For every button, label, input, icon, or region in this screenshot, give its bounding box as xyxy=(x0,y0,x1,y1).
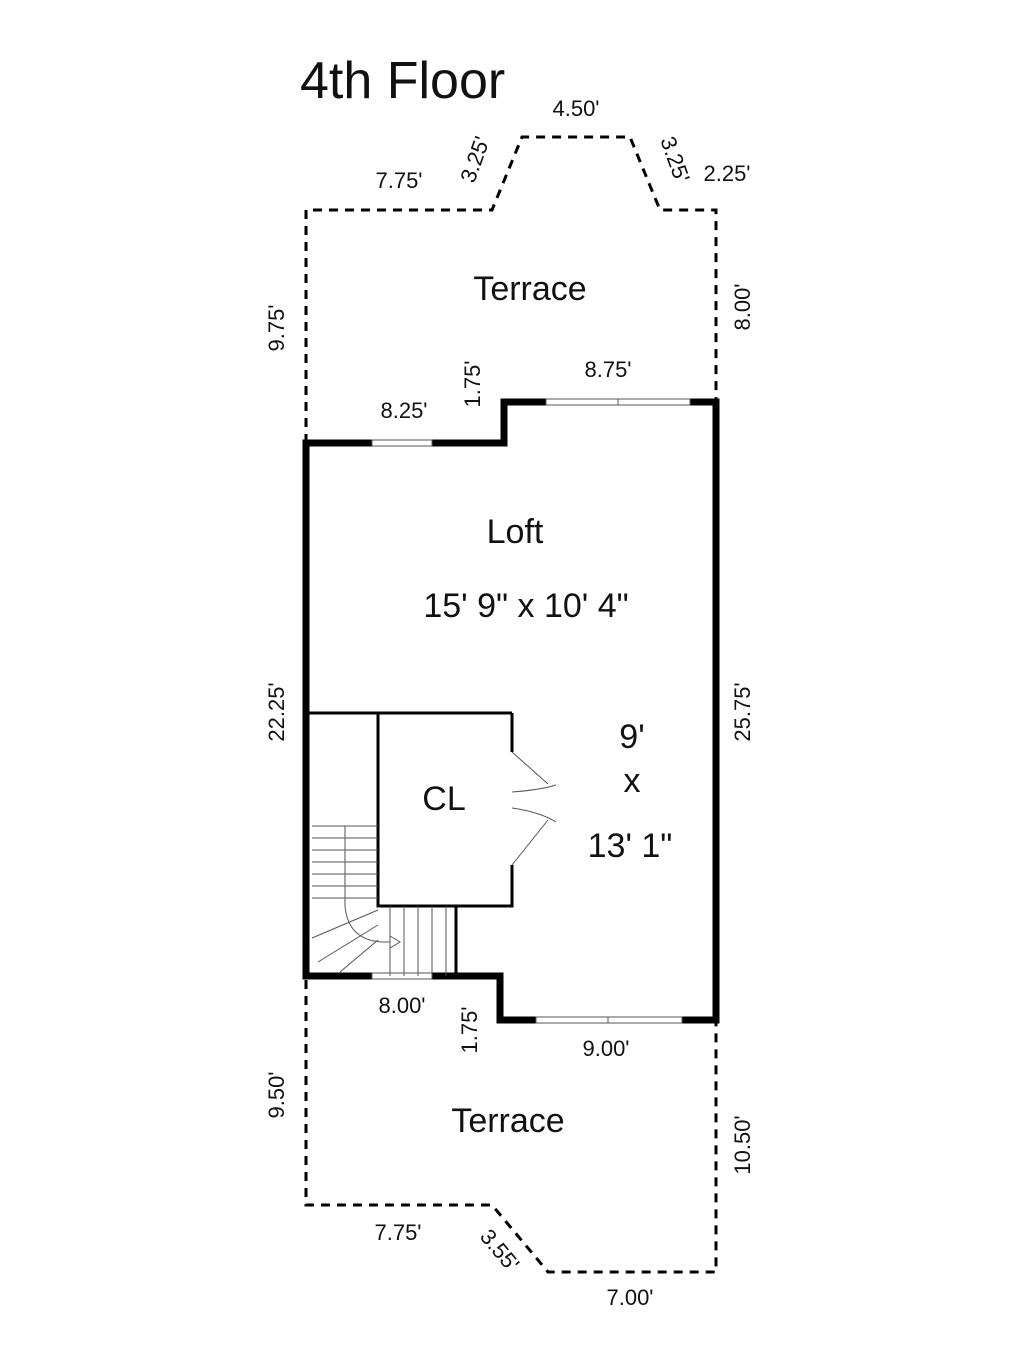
dim-bottom-left-run: 7.75' xyxy=(374,1220,421,1245)
dim-loft-bottom-right: 9.00' xyxy=(582,1036,629,1061)
window-top-left xyxy=(371,439,433,447)
dim-top-bay-width: 4.50' xyxy=(552,96,599,121)
closet-doors xyxy=(511,751,557,866)
dim-loft-top-left: 8.25' xyxy=(380,398,427,423)
dim-loft-jog-top: 1.75' xyxy=(460,360,485,407)
dim-bottom-right-run: 7.00' xyxy=(606,1285,653,1310)
staircase xyxy=(311,825,447,976)
dim-bottom-angle: 3.55' xyxy=(475,1224,524,1276)
alcove-x-label: x xyxy=(624,762,641,800)
dim-loft-bottom-left: 8.00' xyxy=(378,993,425,1018)
terrace-top-label: Terrace xyxy=(473,270,586,308)
terrace-bottom-label: Terrace xyxy=(451,1102,564,1140)
loft-exterior-wall xyxy=(302,398,720,1024)
closet-label: CL xyxy=(422,780,465,818)
sliding-door-bottom xyxy=(535,1016,683,1024)
alcove-height-label: 13' 1" xyxy=(588,827,673,865)
loft-label: Loft xyxy=(487,513,544,551)
loft-size-label: 15' 9" x 10' 4" xyxy=(423,587,628,625)
dim-loft-top-right: 8.75' xyxy=(584,357,631,382)
terrace-top-outline xyxy=(304,135,718,443)
window-bottom-left xyxy=(371,972,433,980)
dim-loft-jog-bottom: 1.75' xyxy=(457,1006,482,1053)
closet-wall xyxy=(376,713,514,908)
dim-terrace-bottom-left: 9.50' xyxy=(264,1071,289,1118)
terrace-bottom-outline xyxy=(304,980,718,1274)
dim-terrace-top-left: 9.75' xyxy=(264,304,289,351)
dim-top-left-run: 7.75' xyxy=(375,168,422,193)
dim-top-right-run: 2.25' xyxy=(703,161,750,186)
dim-terrace-top-right: 8.00' xyxy=(730,283,755,330)
dim-top-bay-left-angle: 3.25' xyxy=(455,133,495,186)
floor-title: 4th Floor xyxy=(300,52,505,110)
dim-terrace-bottom-right: 10.50' xyxy=(730,1115,755,1174)
dim-loft-left: 22.25' xyxy=(264,682,289,741)
alcove-width-label: 9' xyxy=(619,718,644,756)
dim-loft-right: 25.75' xyxy=(730,682,755,741)
dim-top-bay-right-angle: 3.25' xyxy=(655,133,695,186)
